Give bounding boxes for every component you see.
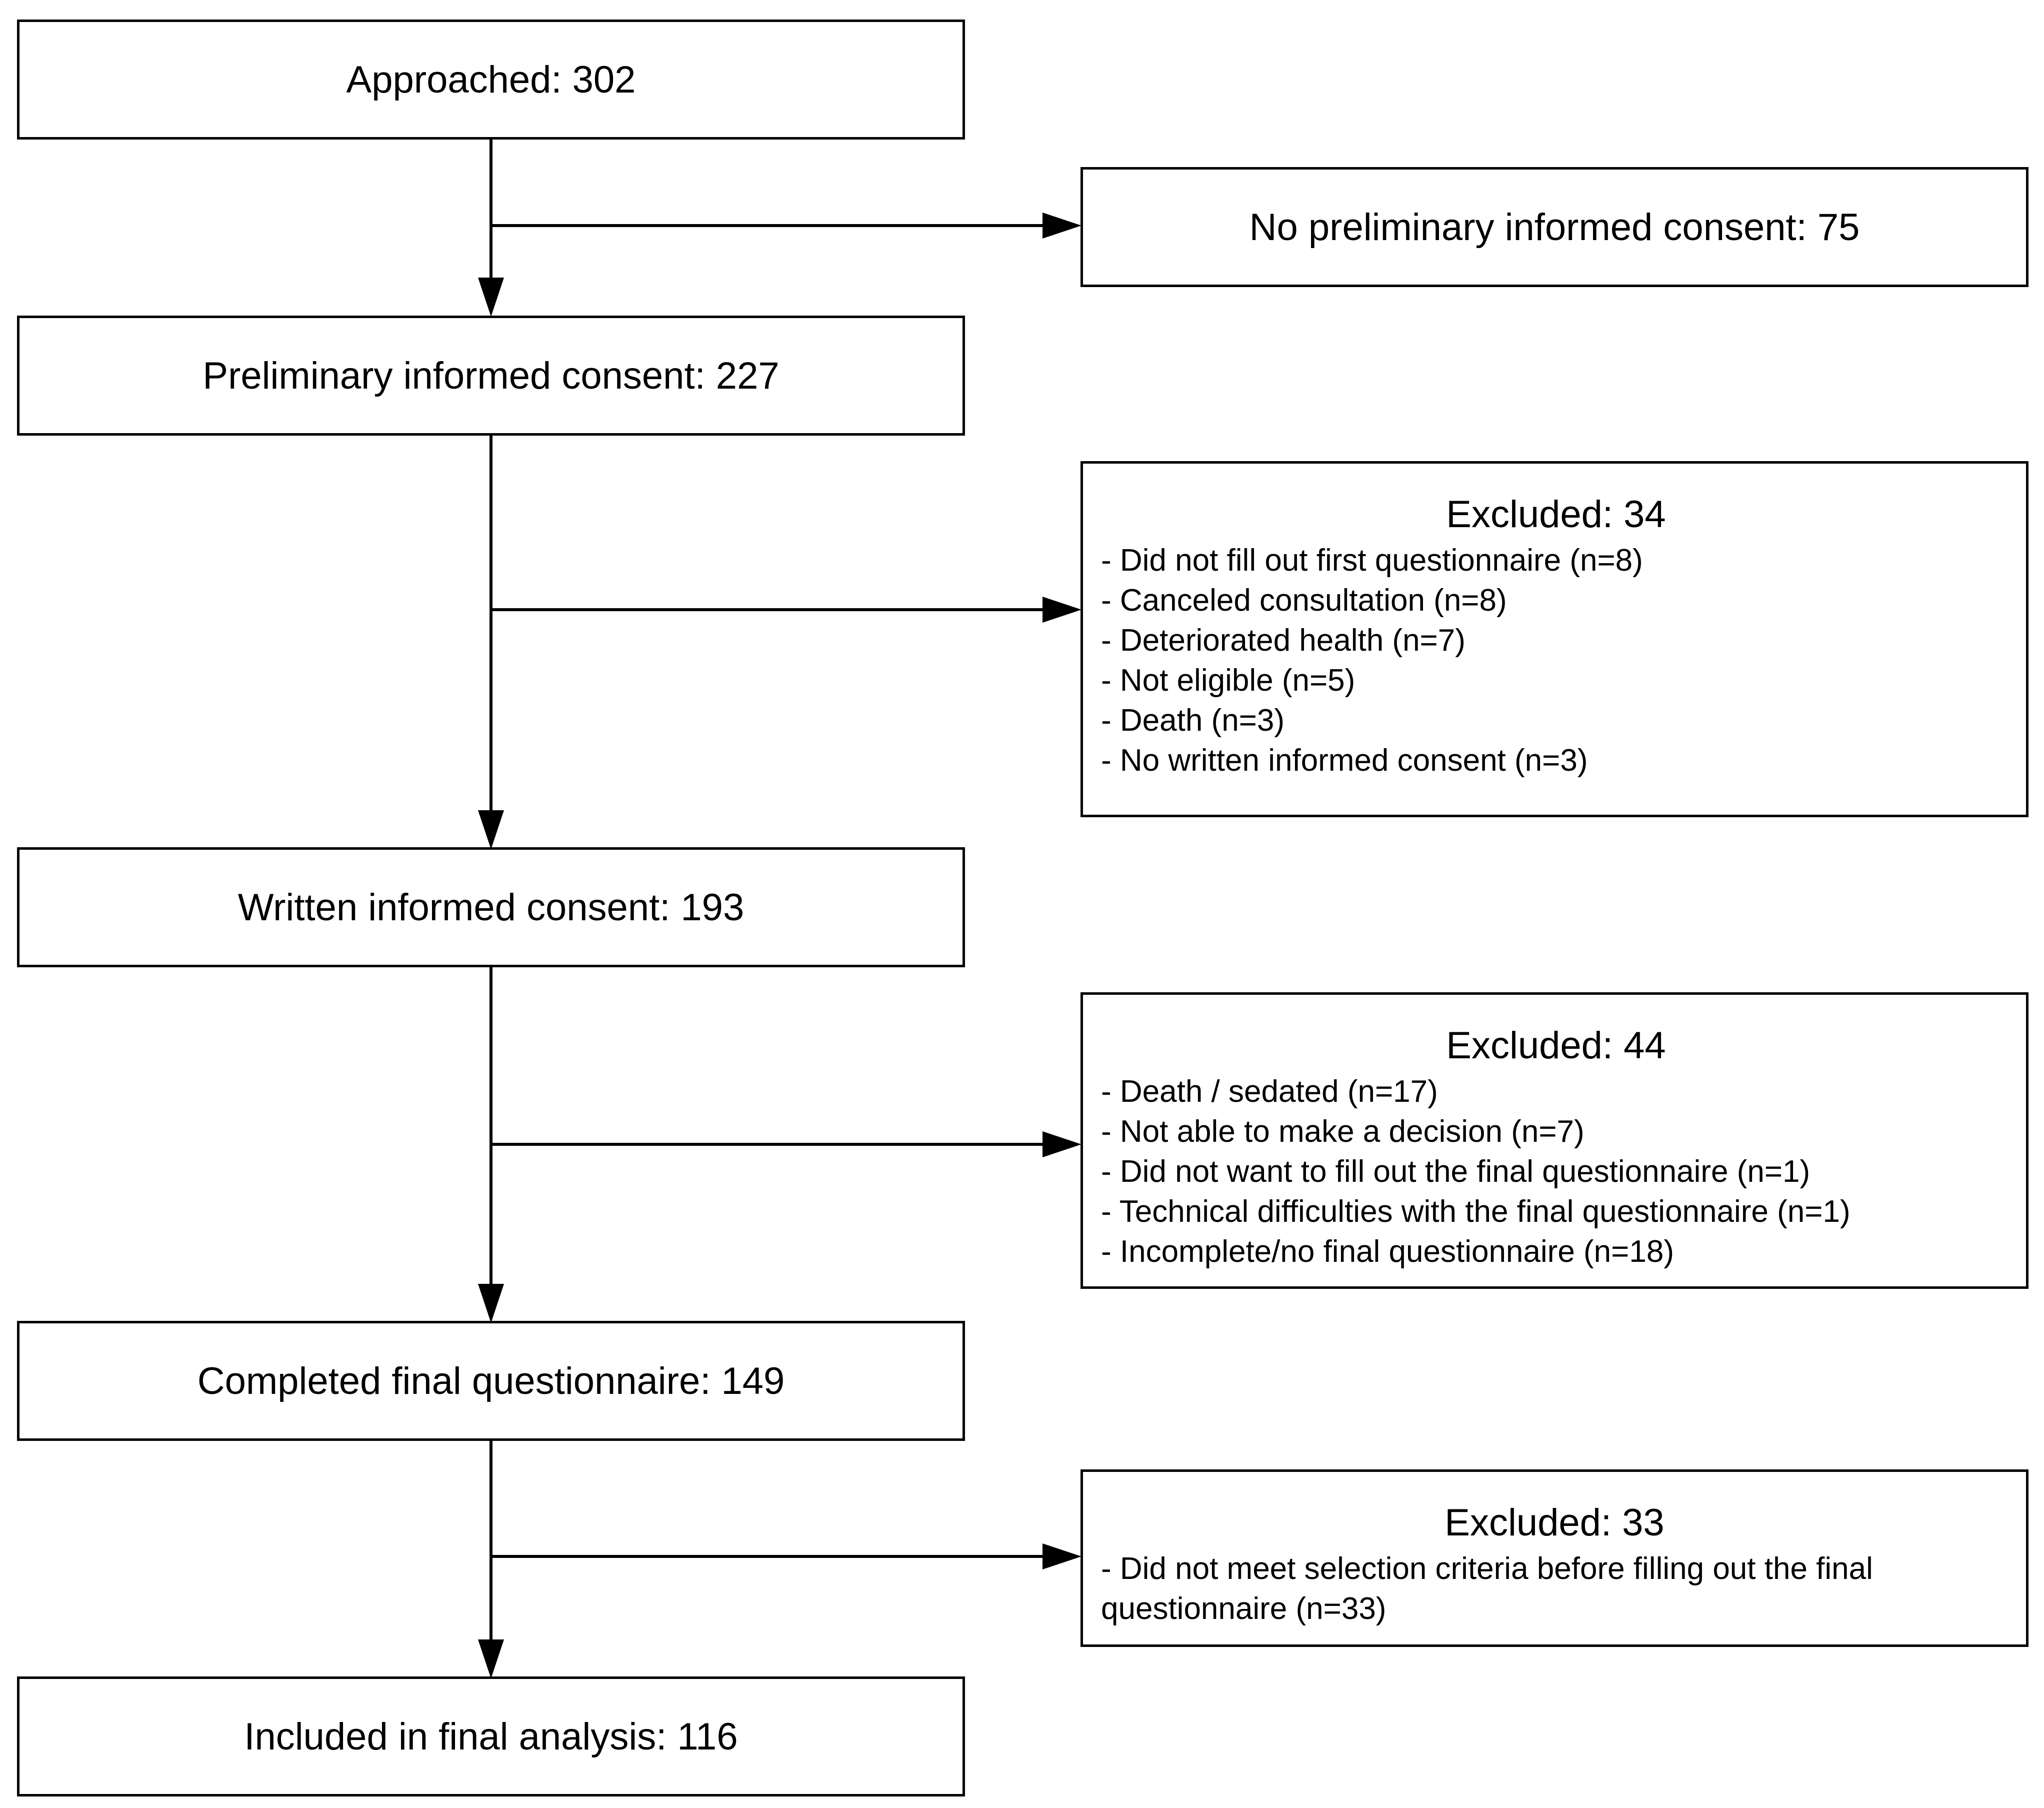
exclusion-reason: - Did not fill out first questionnaire (… — [1101, 543, 1643, 578]
no-preliminary-consent-label: No preliminary informed consent: 75 — [1249, 206, 1860, 249]
excluded-box-3: Excluded: 33 - Did not meet selection cr… — [1080, 1469, 2028, 1647]
approached-box: Approached: 302 — [17, 20, 965, 140]
arrowhead-down-4 — [478, 1639, 504, 1678]
arrowhead-down-1 — [478, 278, 504, 317]
exclusion-reason: - Technical difficulties with the final … — [1101, 1194, 1850, 1229]
arrowhead-down-2 — [478, 810, 504, 849]
arrowhead-right-4 — [1042, 1543, 1082, 1569]
arrowhead-right-2 — [1042, 597, 1082, 623]
approached-label: Approached: 302 — [346, 58, 636, 101]
included-final-label: Included in final analysis: 116 — [244, 1715, 738, 1758]
exclusion-reasons-2: - Death / sedated (n=17) - Not able to m… — [1101, 1072, 2011, 1272]
arrowhead-down-3 — [478, 1284, 504, 1323]
excluded-title-1: Excluded: 34 — [1446, 493, 1666, 536]
exclusion-reason: - Incomplete/no final questionnaire (n=1… — [1101, 1234, 1674, 1269]
exclusion-reason: - Canceled consultation (n=8) — [1101, 583, 1507, 618]
arrowhead-right-3 — [1042, 1131, 1082, 1157]
excluded-title-3: Excluded: 33 — [1444, 1501, 1664, 1544]
excluded-box-1: Excluded: 34 - Did not fill out first qu… — [1080, 461, 2028, 817]
exclusion-reason: - Not eligible (n=5) — [1101, 663, 1356, 698]
exclusion-reasons-1: - Did not fill out first questionnaire (… — [1101, 541, 2011, 781]
exclusion-reason: - Death / sedated (n=17) — [1101, 1074, 1438, 1109]
excluded-box-2: Excluded: 44 - Death / sedated (n=17) - … — [1080, 992, 2028, 1289]
no-preliminary-consent-box: No preliminary informed consent: 75 — [1080, 167, 2028, 287]
arrowhead-right-1 — [1042, 213, 1082, 239]
preliminary-consent-label: Preliminary informed consent: 227 — [202, 354, 780, 397]
written-consent-box: Written informed consent: 193 — [17, 847, 965, 967]
completed-final-box: Completed final questionnaire: 149 — [17, 1321, 965, 1441]
exclusion-reason: - Deteriorated health (n=7) — [1101, 623, 1466, 658]
exclusion-reason: - Death (n=3) — [1101, 703, 1285, 738]
included-final-box: Included in final analysis: 116 — [17, 1676, 965, 1796]
excluded-title-2: Excluded: 44 — [1446, 1024, 1666, 1067]
exclusion-reason: - Did not want to fill out the final que… — [1101, 1154, 1810, 1189]
exclusion-reason: - Did not meet selection criteria before… — [1101, 1551, 1873, 1626]
preliminary-consent-box: Preliminary informed consent: 227 — [17, 316, 965, 436]
completed-final-label: Completed final questionnaire: 149 — [197, 1359, 785, 1402]
exclusion-reason: - Not able to make a decision (n=7) — [1101, 1114, 1584, 1149]
exclusion-reasons-3: - Did not meet selection criteria before… — [1101, 1549, 1951, 1629]
exclusion-reason: - No written informed consent (n=3) — [1101, 743, 1588, 778]
written-consent-label: Written informed consent: 193 — [238, 886, 744, 929]
